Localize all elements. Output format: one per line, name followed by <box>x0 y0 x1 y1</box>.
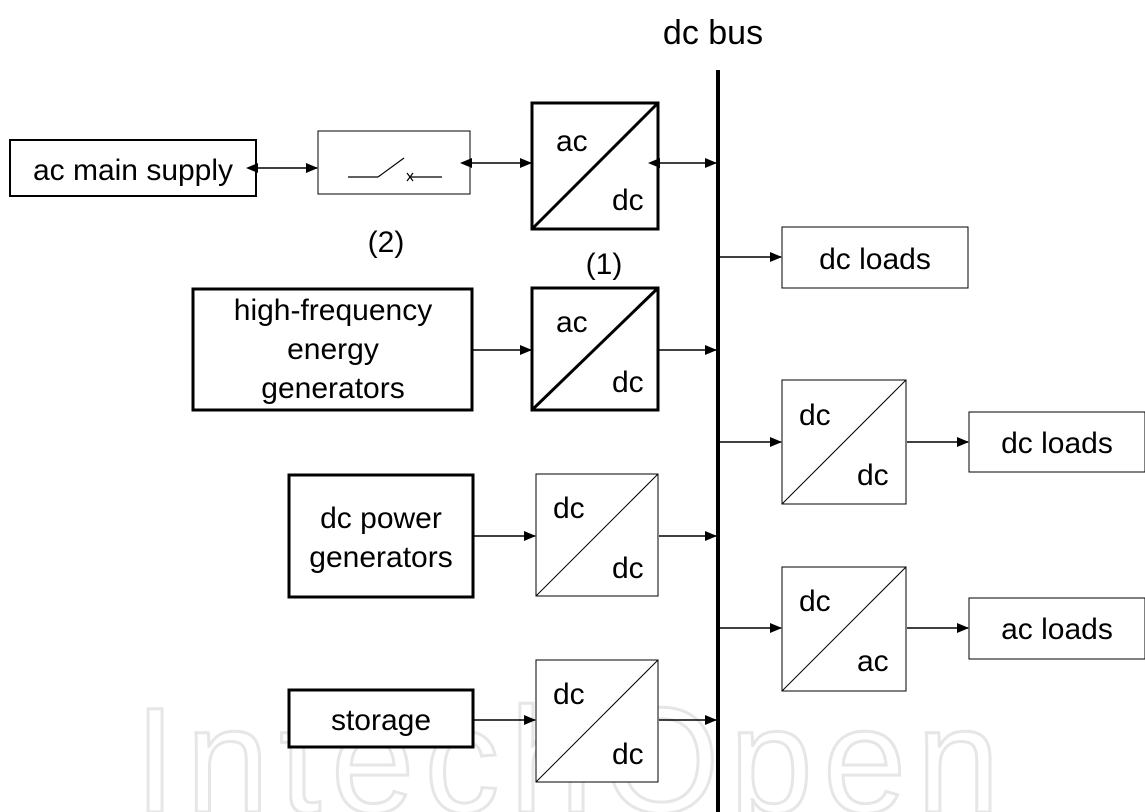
converter-dcgen-bottom-label: dc <box>612 552 644 585</box>
dc-generators-line-2: generators <box>309 541 452 574</box>
dc-bus-label: dc bus <box>663 14 763 52</box>
converter-load-dcac-top-label: dc <box>799 585 831 618</box>
dc-generators-block: dc power generators <box>287 473 475 599</box>
switch-label: (2) <box>368 226 405 259</box>
ac-loads-block: ac loads <box>968 597 1145 660</box>
dc-loads-direct-block: dc loads <box>781 226 969 289</box>
storage-label: storage <box>331 704 431 737</box>
converter-ac-dc-hf: ac dc <box>530 286 660 412</box>
converter-main-top-label: ac <box>556 125 588 158</box>
dc-loads-converted-block: dc loads <box>968 411 1145 473</box>
converter-main-bottom-label: dc <box>612 184 644 217</box>
dc-loads-converted-label: dc loads <box>1001 427 1113 460</box>
converter-storage-bottom-label: dc <box>612 738 644 771</box>
dc-bus: dc bus <box>663 14 763 812</box>
converter-load-dcdc-bottom-label: dc <box>857 459 889 492</box>
ac-main-supply-label: ac main supply <box>33 154 233 187</box>
converter-dc-dc-storage: dc dc <box>535 659 659 783</box>
converter-dc-dc-load: dc dc <box>781 379 907 505</box>
converter-load-dcdc-top-label: dc <box>799 399 831 432</box>
hf-generators-line-3: generators <box>261 372 404 405</box>
dc-generators-line-1: dc power <box>320 502 442 535</box>
dc-loads-direct-label: dc loads <box>819 243 931 276</box>
converter-hf-bottom-label: dc <box>612 366 644 399</box>
converter-dcgen-top-label: dc <box>553 492 585 525</box>
converter-dc-dc-gen: dc dc <box>535 473 659 597</box>
hf-generators-block: high-frequency energy generators <box>191 287 474 412</box>
connections <box>246 158 969 725</box>
hf-generators-line-1: high-frequency <box>234 294 432 327</box>
hf-generators-line-2: energy <box>287 333 379 366</box>
converter-load-dcac-bottom-label: ac <box>857 645 889 678</box>
converter-hf-top-label: ac <box>556 306 588 339</box>
converter-storage-top-label: dc <box>553 678 585 711</box>
switch-icon <box>348 157 442 182</box>
storage-block: storage <box>287 688 475 749</box>
converter-main-label: (1) <box>586 248 623 281</box>
converter-dc-ac-load: dc ac <box>781 566 907 692</box>
ac-main-supply-block: ac main supply <box>9 139 257 197</box>
ac-loads-label: ac loads <box>1001 613 1113 646</box>
converter-ac-dc-main: ac dc (1) <box>530 101 660 281</box>
switch-block: (2) <box>317 130 471 259</box>
